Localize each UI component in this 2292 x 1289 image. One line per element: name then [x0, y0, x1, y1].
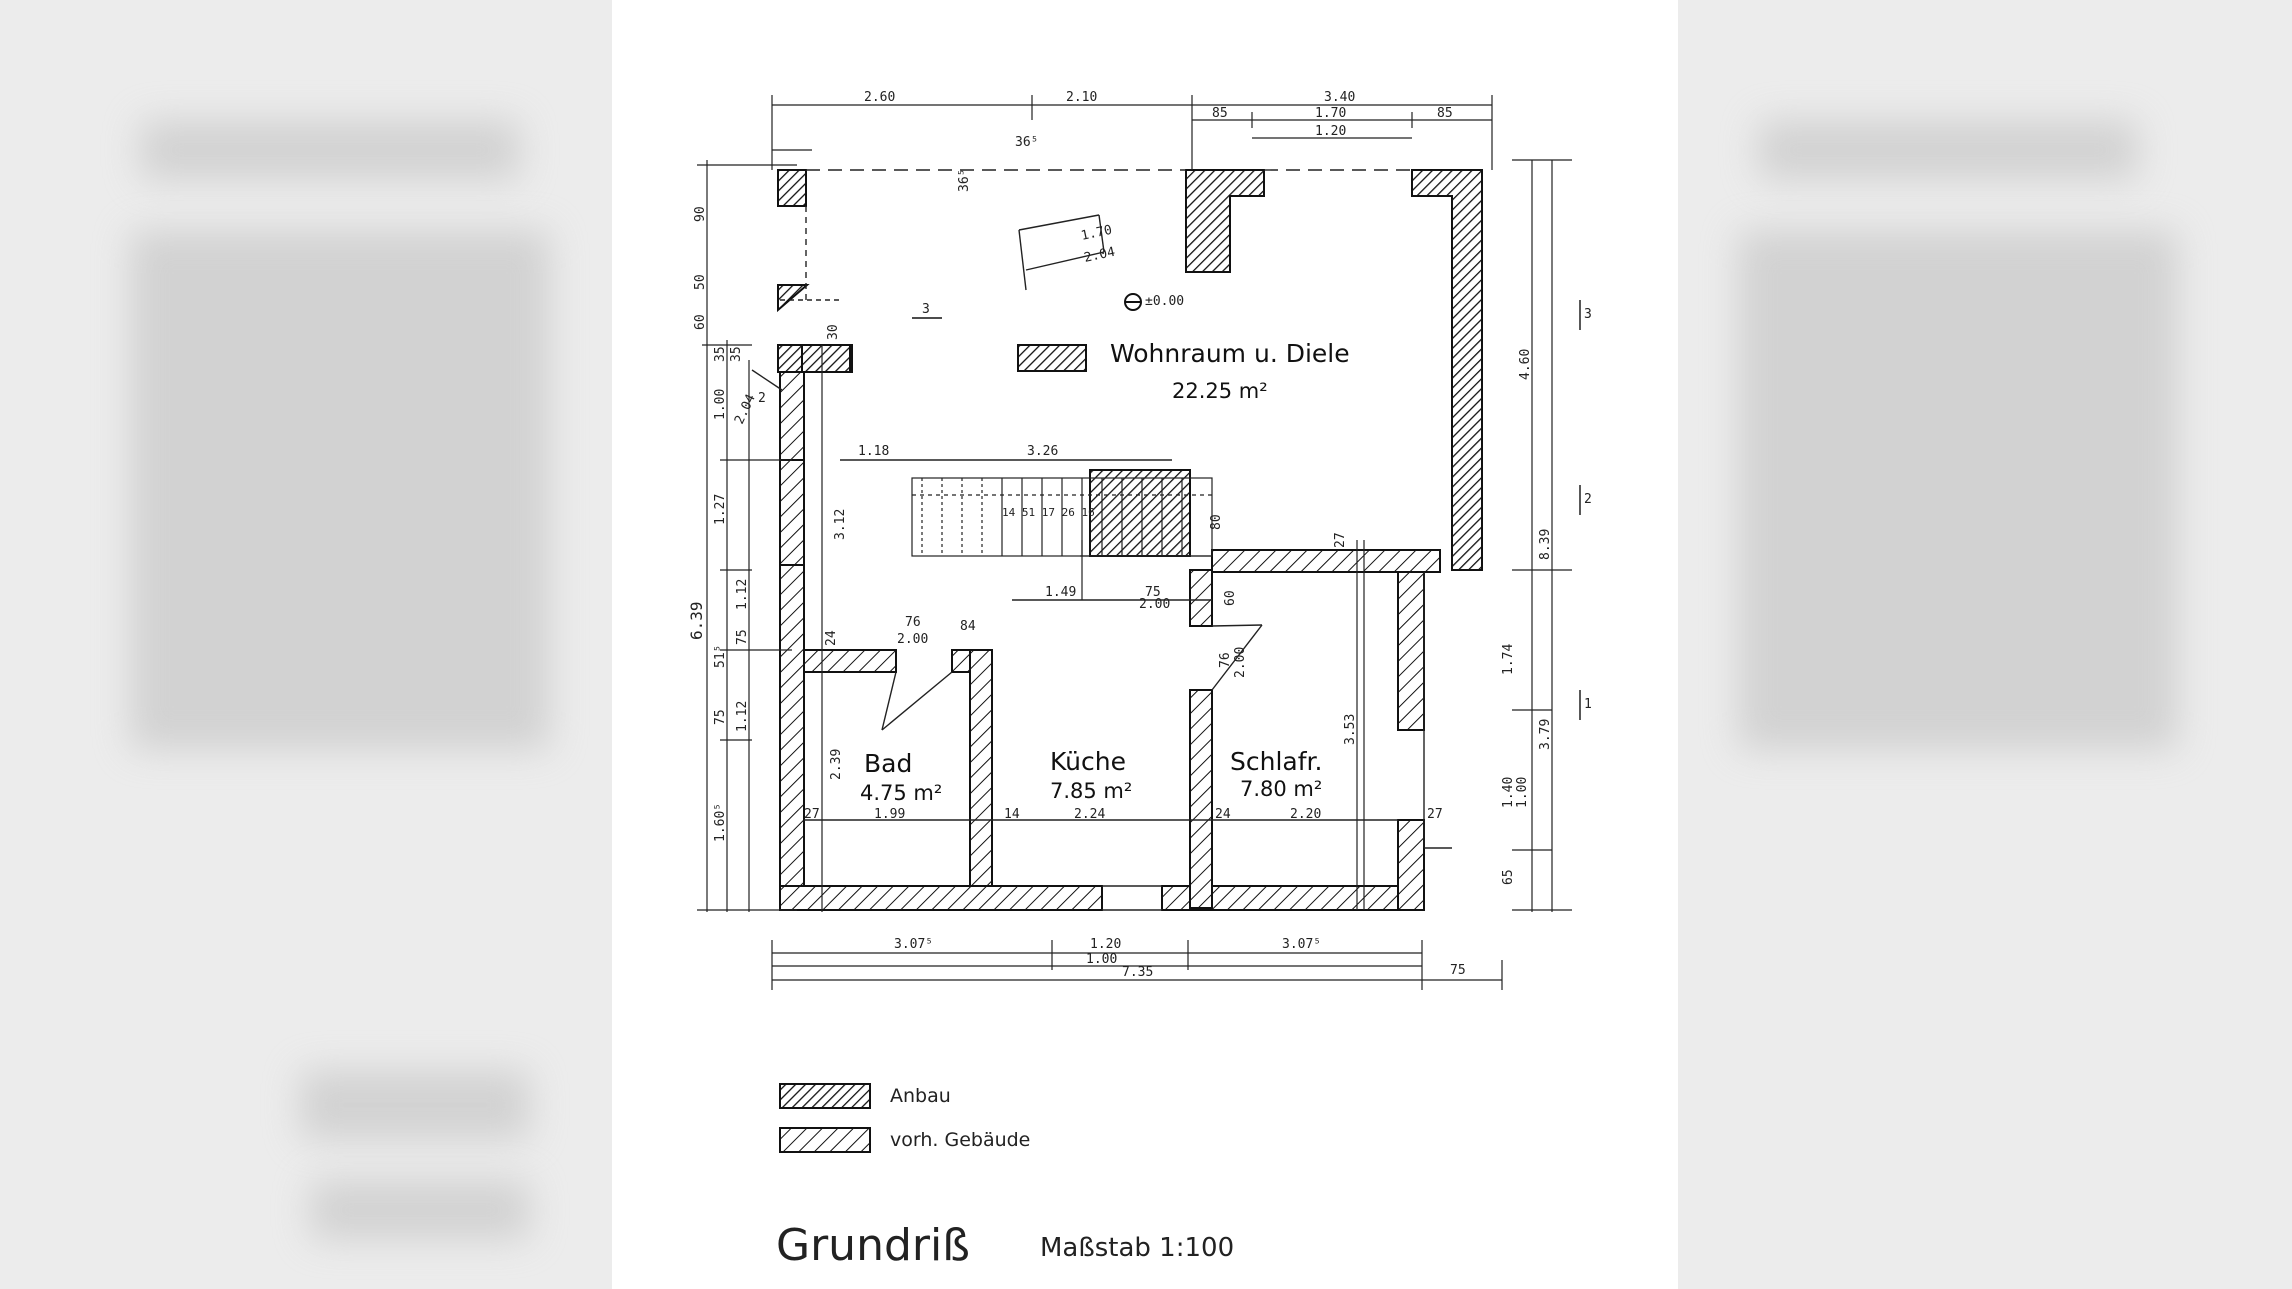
dim-right-6: 1.00	[1515, 777, 1530, 808]
dim-inner-2: 2.04	[1083, 245, 1117, 266]
dim-bottom-5: 7.35	[1122, 965, 1153, 980]
dim-inner-14: 27	[804, 807, 820, 822]
dim-inner-18: 14	[1004, 807, 1020, 822]
dim-top-6: 85	[1437, 106, 1453, 121]
dim-top-7: 1.20	[1315, 124, 1346, 139]
dim-top-3: 3.40	[1324, 90, 1355, 105]
dim-inner-6: 75	[1145, 585, 1161, 600]
dim-top-4: 85	[1212, 106, 1228, 121]
dim-left-12: 75	[713, 709, 728, 725]
dim-left-10: 75	[735, 629, 750, 645]
room-area-bad: 4.75 m²	[860, 781, 942, 805]
dim-inner-8: 76	[905, 615, 921, 630]
dim-left-13: 1.12	[735, 701, 750, 732]
dim-bottom-inner-3: 2.20	[1290, 807, 1321, 822]
dim-bottom-inner-2: 2.24	[1074, 807, 1105, 822]
legend-label-existing: vorh. Gebäude	[890, 1129, 1030, 1151]
background-blur-right	[1678, 0, 2292, 1289]
dim-left-4: 35	[713, 346, 728, 362]
legend-swatch-anbau	[779, 1083, 871, 1109]
dim-top-5: 1.70	[1315, 106, 1346, 121]
dim-left-3: 60	[693, 314, 708, 330]
legend: Anbau vorh. Gebäude	[779, 1083, 1030, 1153]
dim-left-7: 1.27	[713, 494, 728, 525]
dim-top-2: 2.10	[1066, 90, 1097, 105]
dim-inner-9: 2.00	[897, 632, 928, 647]
dim-inner-5: 1.49	[1045, 585, 1076, 600]
level-label: ±0.00	[1145, 294, 1184, 309]
dim-right-1: 4.60	[1518, 349, 1533, 380]
section-mark-3-right: 3	[1584, 307, 1592, 322]
room-name-kueche: Küche	[1050, 747, 1126, 776]
dim-right-9: 27	[1333, 532, 1348, 548]
dimension-lines	[697, 95, 1572, 990]
dim-bottom-6: 75	[1450, 963, 1466, 978]
dim-left-9: 1.12	[735, 579, 750, 610]
level-marker: ±0.00	[1124, 293, 1184, 311]
dim-right-3: 1.74	[1501, 644, 1516, 675]
dim-left-14: 1.60⁵	[713, 803, 728, 842]
legend-swatch-existing	[779, 1127, 871, 1153]
dim-right-5: 1.40	[1501, 777, 1516, 808]
stair-80-label: 80	[1209, 514, 1224, 530]
section-mark-2: 2	[1584, 492, 1592, 507]
stair-steps-label: 14 51 17 26 16	[1002, 506, 1095, 519]
dim-right-8: 3.53	[1343, 714, 1358, 745]
drawing-scale: Maßstab 1:100	[1040, 1233, 1234, 1263]
room-area-schlafr: 7.80 m²	[1240, 777, 1322, 801]
dim-inner-17: 24	[1215, 807, 1231, 822]
background-blur-left	[0, 0, 612, 1289]
dim-bottom-inner-1: 1.99	[874, 807, 905, 822]
dim-inner-20: 35	[729, 346, 744, 362]
dim-left-5: 1.00	[713, 389, 728, 420]
dim-inner-7: 2.00	[1139, 597, 1170, 612]
dim-top-8: 36⁵	[1015, 135, 1038, 150]
dim-inner-10: 84	[960, 619, 976, 634]
dim-right-4: 3.79	[1538, 719, 1553, 750]
dim-right-7: 65	[1501, 869, 1516, 885]
dim-inner-4: 1.18	[858, 444, 889, 459]
legend-label-anbau: Anbau	[890, 1085, 951, 1107]
dim-inner-3: 3.26	[1027, 444, 1058, 459]
dim-left-16: 2.39	[829, 749, 844, 780]
section-mark-3-left: 3	[922, 302, 930, 317]
dim-left-1: 90	[693, 206, 708, 222]
dim-left-6: 2.04	[732, 392, 759, 427]
plan-linework	[751, 169, 1452, 911]
dim-inner-15: 27	[1427, 807, 1443, 822]
dim-inner-11: 60	[1223, 590, 1238, 606]
dim-left-17: 2	[758, 391, 766, 406]
dim-bottom-1: 3.07⁵	[894, 937, 933, 952]
dim-inner-16: 24	[824, 630, 839, 646]
dim-bottom-3: 3.07⁵	[1282, 937, 1321, 952]
room-name-wohnraum: Wohnraum u. Diele	[1110, 339, 1350, 368]
section-marks	[912, 300, 1581, 720]
dim-left-15: 3.12	[833, 509, 848, 540]
staircase	[911, 477, 1213, 600]
dim-inner-1: 1.70	[1080, 223, 1114, 244]
section-mark-1: 1	[1584, 697, 1592, 712]
walls-main	[777, 344, 1441, 911]
room-area-wohnraum: 22.25 m²	[1172, 379, 1268, 403]
dim-left-8: 6.39	[687, 601, 706, 640]
dim-inner-12: 76	[1218, 652, 1233, 668]
dim-bottom-4: 1.00	[1086, 952, 1117, 967]
dim-top-9: 36⁵	[957, 169, 972, 192]
floor-plan-sheet: ±0.00 Wohnraum u. Diele 22.25 m² Bad 4.7…	[612, 0, 1678, 1289]
room-area-kueche: 7.85 m²	[1050, 779, 1132, 803]
dim-inner-13: 2.00	[1233, 647, 1248, 678]
dim-bottom-2: 1.20	[1090, 937, 1121, 952]
dim-right-2: 8.39	[1538, 529, 1553, 560]
dim-top-1: 2.60	[864, 90, 895, 105]
drawing-title: Grundriß	[776, 1220, 970, 1271]
dim-left-2: 50	[693, 274, 708, 290]
floor-plan-drawing: ±0.00 Wohnraum u. Diele 22.25 m² Bad 4.7…	[687, 90, 1592, 1271]
dim-left-11: 51⁵	[713, 645, 728, 668]
dim-inner-19: 30	[826, 324, 841, 340]
room-name-bad: Bad	[864, 749, 912, 778]
room-name-schlafr: Schlafr.	[1230, 747, 1322, 776]
